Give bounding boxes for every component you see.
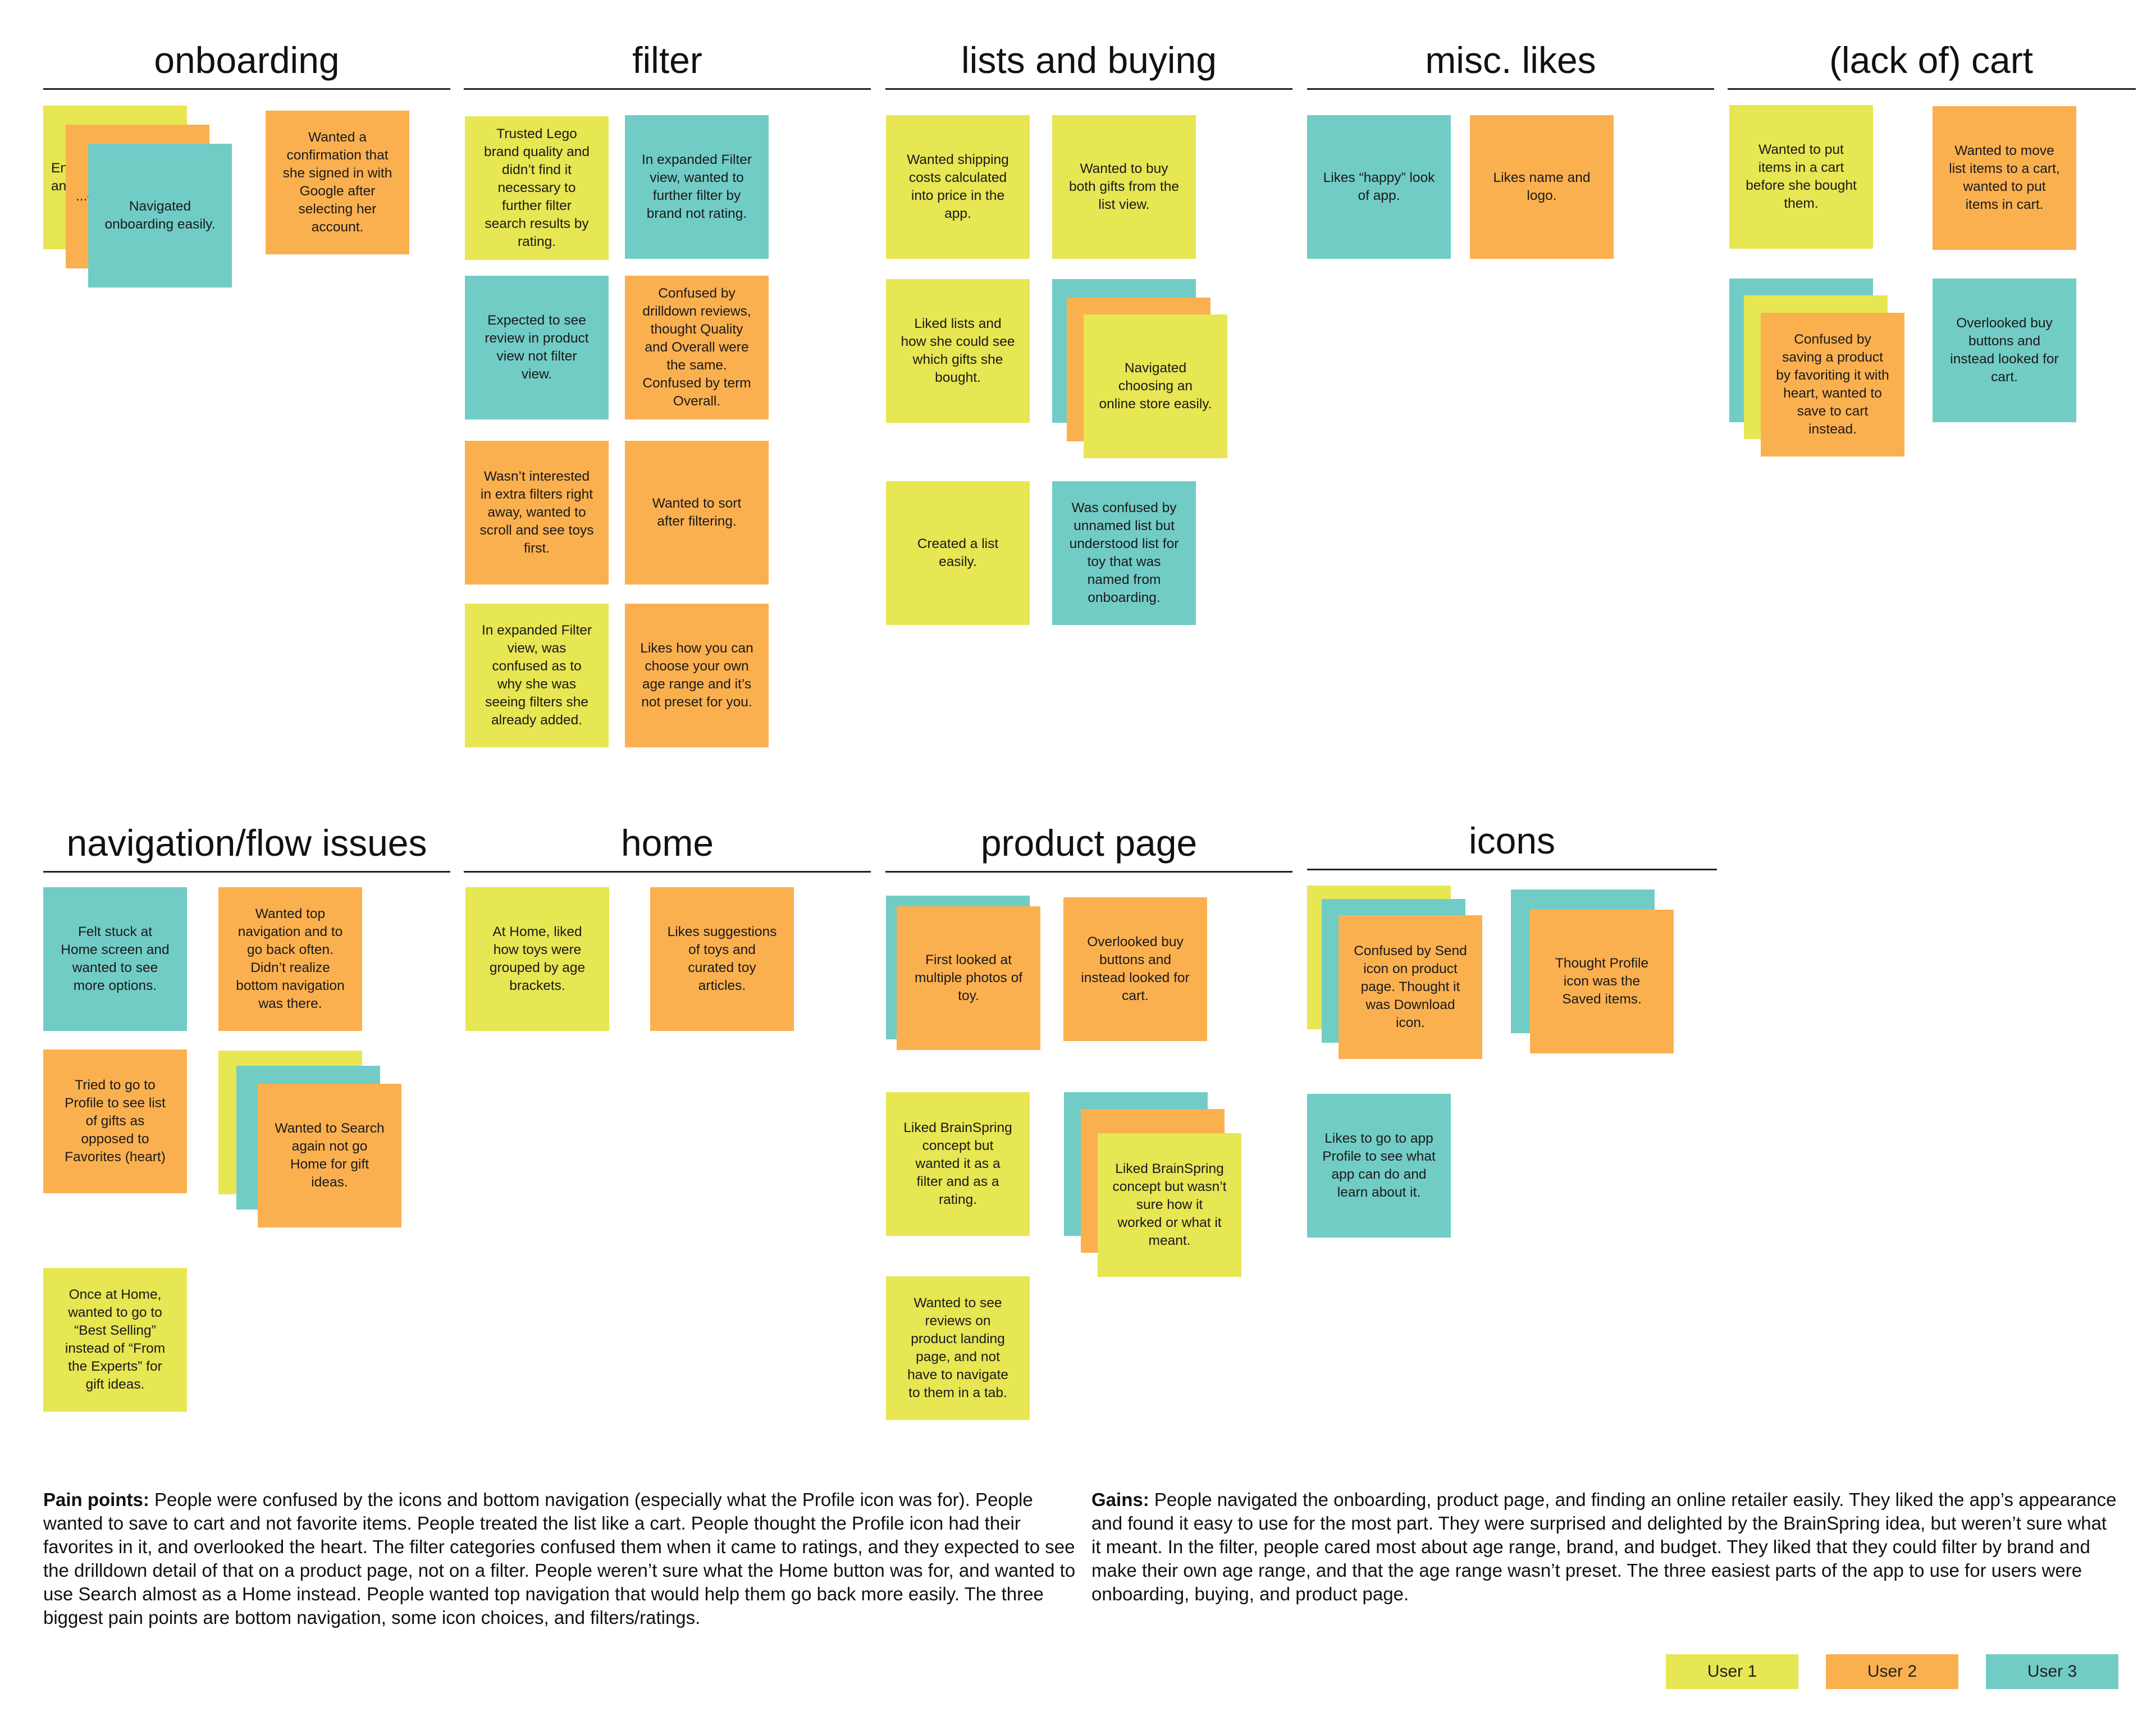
- sticky-note[interactable]: Likes suggestions of toys and curated to…: [650, 887, 794, 1031]
- section-divider: [43, 871, 450, 873]
- gains-text: People navigated the onboarding, product…: [1091, 1489, 2117, 1604]
- sticky-note[interactable]: Wasn’t interested in extra filters right…: [465, 441, 609, 585]
- sticky-note[interactable]: Liked BrainSpring concept but wasn’t sur…: [1098, 1133, 1241, 1277]
- sticky-note[interactable]: Confused by Send icon on product page. T…: [1339, 915, 1482, 1059]
- sticky-note[interactable]: Overlooked buy buttons and instead looke…: [1933, 279, 2076, 422]
- sticky-note[interactable]: In expanded Filter view, was confused as…: [465, 604, 609, 747]
- sticky-note[interactable]: Created a list easily.: [886, 481, 1030, 625]
- section-divider: [43, 88, 450, 90]
- sticky-note[interactable]: Wanted shipping costs calculated into pr…: [886, 115, 1030, 259]
- sticky-note[interactable]: Tried to go to Profile to see list of gi…: [43, 1049, 187, 1193]
- gains-summary: Gains: People navigated the onboarding, …: [1091, 1488, 2119, 1606]
- pain-points-label: Pain points:: [43, 1489, 149, 1510]
- section-title: navigation/flow issues: [66, 822, 427, 864]
- sticky-note[interactable]: Navigated onboarding easily.: [88, 144, 232, 288]
- section-title: misc. likes: [1425, 39, 1596, 81]
- section-divider: [885, 88, 1292, 90]
- section-title: icons: [1468, 820, 1556, 861]
- sticky-note[interactable]: Likes to go to app Profile to see what a…: [1307, 1094, 1451, 1238]
- sticky-note[interactable]: Was confused by unnamed list but underst…: [1052, 481, 1196, 625]
- legend-user-3: User 3: [1986, 1654, 2118, 1689]
- sticky-note[interactable]: Wanted to sort after filtering.: [625, 441, 769, 585]
- sticky-note[interactable]: Once at Home, wanted to go to “Best Sell…: [43, 1268, 187, 1412]
- sticky-note[interactable]: At Home, liked how toys were grouped by …: [465, 887, 609, 1031]
- sticky-note[interactable]: Wanted to move list items to a cart, wan…: [1933, 106, 2076, 250]
- sticky-note[interactable]: In expanded Filter view, wanted to furth…: [625, 115, 769, 259]
- legend-user-2: User 2: [1826, 1654, 1958, 1689]
- section-title: onboarding: [154, 39, 340, 81]
- legend-user-1: User 1: [1666, 1654, 1798, 1689]
- section-title: lists and buying: [961, 39, 1217, 81]
- sticky-note[interactable]: Confused by saving a product by favoriti…: [1761, 313, 1904, 457]
- section-divider: [464, 871, 871, 873]
- sticky-note[interactable]: Navigated choosing an online store easil…: [1084, 314, 1227, 458]
- sticky-note[interactable]: Liked lists and how she could see which …: [886, 279, 1030, 423]
- sticky-note[interactable]: Confused by drilldown reviews, thought Q…: [625, 276, 769, 419]
- sticky-note[interactable]: Felt stuck at Home screen and wanted to …: [43, 887, 187, 1031]
- sticky-note[interactable]: Likes how you can choose your own age ra…: [625, 604, 769, 747]
- pain-points-text: People were confused by the icons and bo…: [43, 1489, 1076, 1628]
- section-divider: [1307, 88, 1714, 90]
- sticky-note[interactable]: Wanted to buy both gifts from the list v…: [1052, 115, 1196, 259]
- section-title: filter: [632, 39, 702, 81]
- section-title: (lack of) cart: [1829, 39, 2034, 81]
- sticky-note[interactable]: Thought Profile icon was the Saved items…: [1530, 910, 1674, 1053]
- gains-label: Gains:: [1091, 1489, 1149, 1510]
- pain-points-summary: Pain points: People were confused by the…: [43, 1488, 1090, 1630]
- sticky-note[interactable]: Wanted to Search again not go Home for g…: [258, 1084, 401, 1227]
- sticky-note[interactable]: Wanted a confirmation that she signed in…: [266, 111, 409, 254]
- sticky-note[interactable]: Likes name and logo.: [1470, 115, 1614, 259]
- sticky-note[interactable]: Overlooked buy buttons and instead looke…: [1063, 897, 1207, 1041]
- sticky-note[interactable]: Trusted Lego brand quality and didn’t fi…: [465, 116, 609, 260]
- section-divider: [1728, 88, 2136, 90]
- section-divider: [1307, 869, 1717, 870]
- sticky-note[interactable]: Wanted top navigation and to go back oft…: [218, 887, 362, 1031]
- sticky-note[interactable]: Liked BrainSpring concept but wanted it …: [886, 1092, 1030, 1236]
- section-divider: [464, 88, 871, 90]
- section-title: home: [620, 822, 714, 864]
- sticky-note[interactable]: Expected to see review in product view n…: [465, 276, 609, 419]
- section-divider: [885, 871, 1292, 873]
- sticky-note[interactable]: Wanted to see reviews on product landing…: [886, 1276, 1030, 1420]
- section-title: product page: [980, 822, 1198, 864]
- sticky-note[interactable]: First looked at multiple photos of toy.: [897, 906, 1040, 1050]
- sticky-note[interactable]: Wanted to put items in a cart before she…: [1729, 105, 1873, 249]
- sticky-note[interactable]: Likes “happy” look of app.: [1307, 115, 1451, 259]
